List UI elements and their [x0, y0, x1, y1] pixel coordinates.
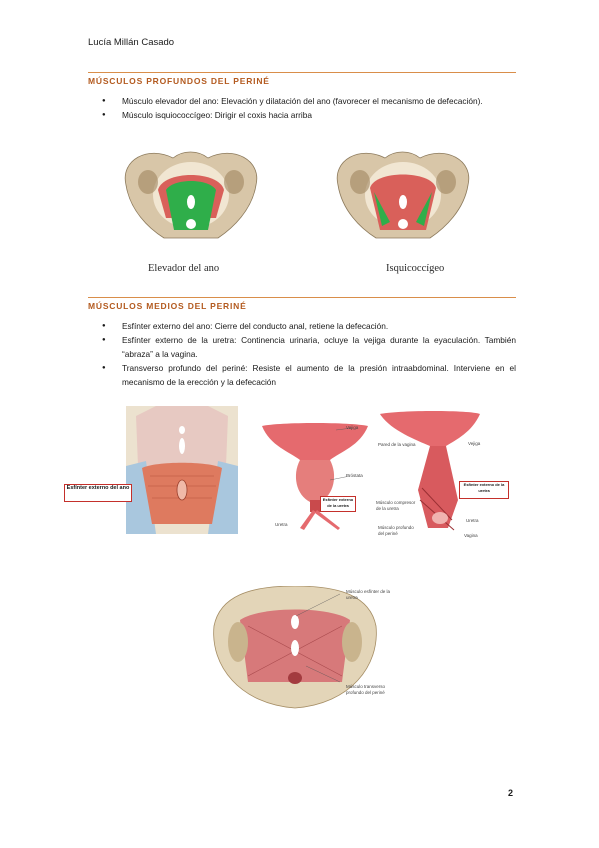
label-female-pared-vagina: Pared de la vagina	[378, 442, 416, 447]
label-female-compresor: Músculo compresor de la uretra	[376, 500, 416, 511]
callout-external-anal-sphincter: Esfínter externo del ano	[64, 484, 132, 502]
label-urethral-sphincter: Músculo esfínter de la uretra	[346, 589, 391, 600]
female-urethral-sphincter-illustration	[380, 411, 480, 531]
label-male-prostata: Próstata	[346, 473, 363, 478]
section-title-deep-muscles: MÚSCULOS PROFUNDOS DEL PERINÉ	[88, 76, 270, 86]
label-female-vagina: Vagina	[464, 533, 478, 538]
list-item: Esfínter externo del ano: Cierre del con…	[88, 319, 516, 333]
figure-caption-levator: Elevador del ano	[148, 263, 220, 274]
page-number: 2	[508, 788, 514, 798]
section-divider	[88, 297, 516, 298]
callout-male-urethral-sphincter: Esfínter externo de la uretra	[320, 496, 356, 512]
deep-transverse-perineal-illustration	[213, 586, 377, 709]
list-item: Músculo isquiococcígeo: Dirigir el coxis…	[88, 108, 516, 122]
section-divider	[88, 72, 516, 73]
list-item: Músculo elevador del ano: Elevación y di…	[88, 94, 516, 108]
callout-female-urethral-sphincter: Esfínter externo de la uretra	[459, 481, 509, 499]
label-female-vejiga: Vejiga	[468, 441, 481, 446]
figure-caption-ischio: Isquicoccígeo	[386, 263, 445, 274]
deep-muscles-list: Músculo elevador del ano: Elevación y di…	[88, 94, 516, 122]
label-male-uretra: Uretra	[275, 522, 288, 527]
pelvic-floor-anal-sphincter-illustration	[126, 406, 238, 534]
section-title-middle-muscles: MÚSCULOS MEDIOS DEL PERINÉ	[88, 301, 247, 311]
label-male-vejiga: Vejiga	[346, 425, 359, 430]
pelvis-levator-ani-illustration	[124, 151, 258, 239]
pelvis-ischiococcygeus-illustration	[336, 151, 470, 239]
male-urethral-sphincter-illustration	[262, 423, 368, 530]
label-female-profundo: Músculo profundo del periné	[378, 525, 414, 536]
label-deep-transverse: Músculo transverso profundo del periné	[346, 684, 386, 695]
middle-muscles-list: Esfínter externo del ano: Cierre del con…	[88, 319, 516, 389]
list-item: Transverso profundo del periné: Resiste …	[88, 361, 516, 389]
label-female-uretra: Uretra	[466, 518, 479, 523]
list-item: Esfínter externo de la uretra: Continenc…	[88, 333, 516, 361]
author-name: Lucía Millán Casado	[88, 37, 175, 48]
